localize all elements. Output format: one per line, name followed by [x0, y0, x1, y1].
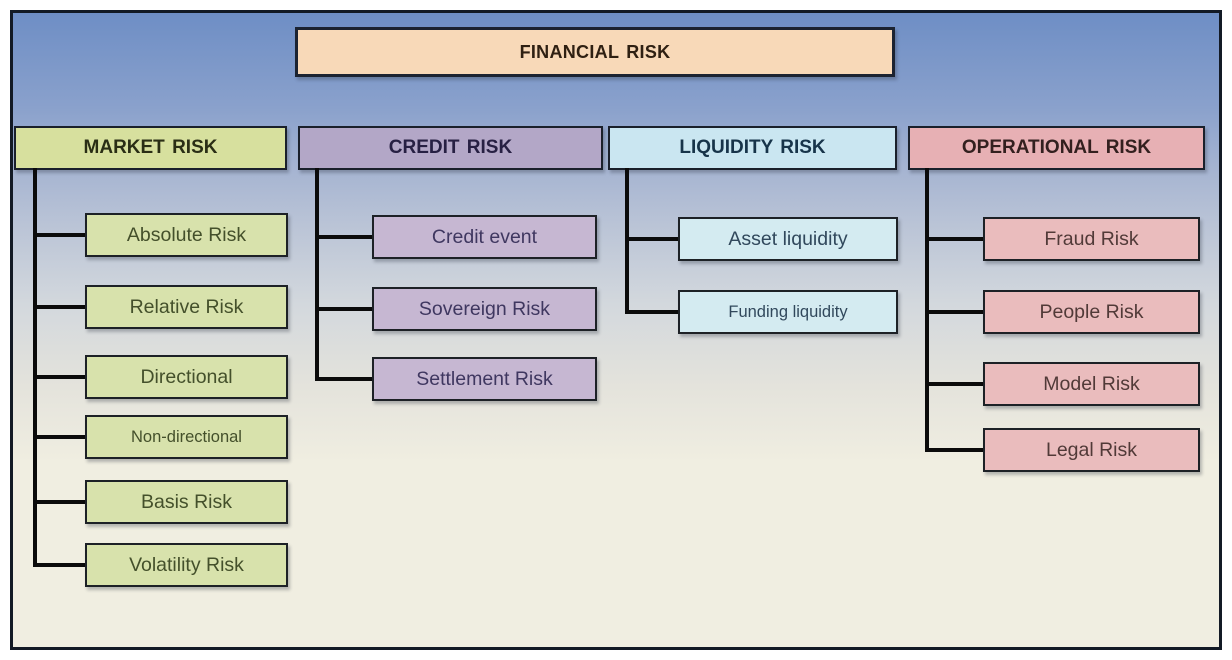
node-asset-liquidity: Asset liquidity — [678, 217, 898, 261]
node-non-directional: Non-directional — [85, 415, 288, 459]
node-label: Sovereign Risk — [418, 297, 551, 320]
tree-connector-line — [33, 563, 85, 567]
tree-connector-line — [33, 375, 85, 379]
tree-connector-line — [33, 435, 85, 439]
node-label: Fraud Risk — [1044, 227, 1139, 250]
tree-connector-line — [33, 233, 85, 237]
node-fraud-risk: Fraud Risk — [983, 217, 1200, 261]
node-label: Legal Risk — [1045, 438, 1138, 461]
node-label: Absolute Risk — [126, 223, 247, 246]
tree-connector-line — [33, 305, 85, 309]
tree-connector-line — [925, 237, 983, 241]
node-label: Basis Risk — [140, 490, 233, 513]
tree-vertical-line — [33, 168, 37, 567]
tree-vertical-line — [625, 168, 629, 314]
node-label: Settlement Risk — [416, 367, 553, 390]
column-header-liquidity-risk: LIQUIDITY RISK — [608, 126, 897, 170]
node-legal-risk: Legal Risk — [983, 428, 1200, 472]
tree-connector-line — [925, 310, 983, 314]
node-label: People Risk — [1039, 300, 1144, 323]
tree-connector-line — [925, 448, 983, 452]
node-model-risk: Model Risk — [983, 362, 1200, 406]
node-label: Directional — [140, 365, 233, 388]
node-label: Volatility Risk — [129, 553, 244, 576]
tree-connector-line — [315, 377, 372, 381]
column-header-market-risk: MARKET RISK — [14, 126, 287, 170]
tree-connector-line — [925, 382, 983, 386]
node-volatility-risk: Volatility Risk — [85, 543, 288, 587]
column-header-operational-risk: OPERATIONAL RISK — [908, 126, 1205, 170]
tree-vertical-line — [315, 168, 319, 381]
column-header-credit-risk: CREDIT RISK — [298, 126, 603, 170]
node-settlement-risk: Settlement Risk — [372, 357, 597, 401]
node-absolute-risk: Absolute Risk — [85, 213, 288, 257]
node-basis-risk: Basis Risk — [85, 480, 288, 524]
tree-connector-line — [315, 307, 372, 311]
root-node-financial-risk: FINANCIAL RISK — [295, 27, 895, 77]
node-relative-risk: Relative Risk — [85, 285, 288, 329]
node-label: Credit event — [431, 225, 538, 248]
node-sovereign-risk: Sovereign Risk — [372, 287, 597, 331]
root-node-label: FINANCIAL RISK — [519, 41, 671, 62]
node-label: Asset liquidity — [728, 227, 848, 250]
node-label: Relative Risk — [129, 295, 244, 318]
tree-connector-line — [625, 237, 678, 241]
node-label: Non-directional — [131, 427, 242, 446]
tree-connector-line — [315, 235, 372, 239]
node-credit-event: Credit event — [372, 215, 597, 259]
tree-connector-line — [625, 310, 678, 314]
node-label: Model Risk — [1043, 372, 1140, 395]
node-people-risk: People Risk — [983, 290, 1200, 334]
node-funding-liquidity: Funding liquidity — [678, 290, 898, 334]
node-directional: Directional — [85, 355, 288, 399]
node-label: Funding liquidity — [728, 302, 848, 321]
tree-connector-line — [33, 500, 85, 504]
